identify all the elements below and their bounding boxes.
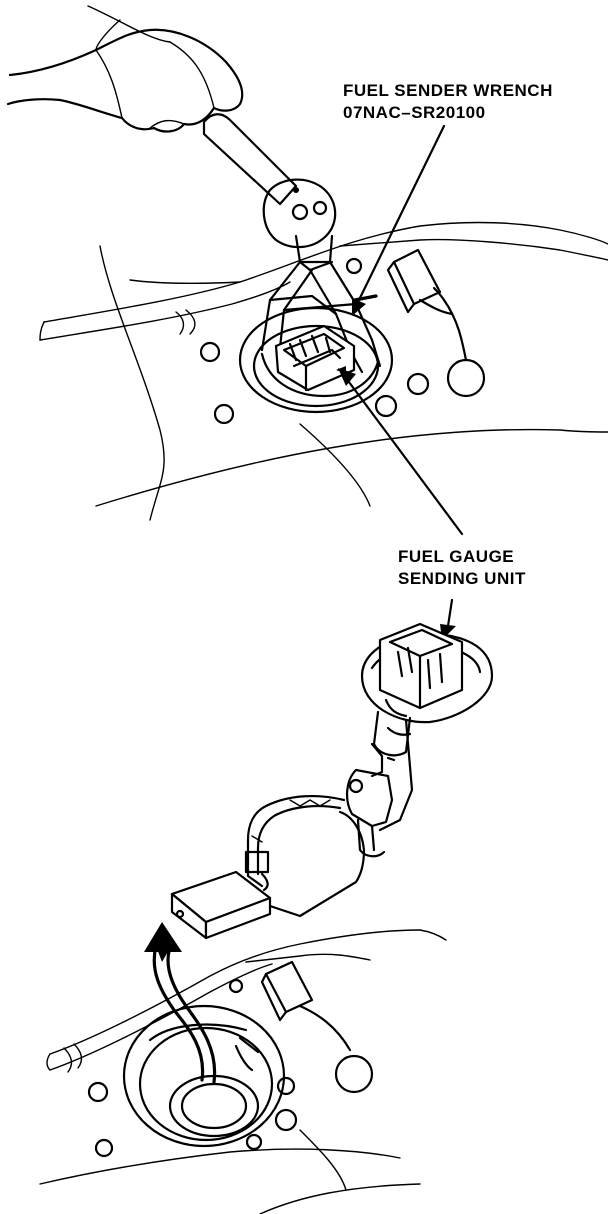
label-fuel-sender-wrench-line2: 07NAC–SR20100 bbox=[343, 103, 486, 122]
tank-top-surface bbox=[39, 221, 608, 521]
sending-unit-top bbox=[274, 324, 356, 392]
mounting-holes-bottom bbox=[87, 978, 374, 1158]
tank-bottom-surface bbox=[39, 929, 447, 1214]
float bbox=[170, 870, 272, 940]
label-fuel-gauge-sending-unit-line2: SENDING UNIT bbox=[398, 569, 526, 588]
tank-opening-top bbox=[238, 306, 394, 414]
leader-unit-bottom bbox=[446, 598, 454, 628]
leader-wrench-arrowhead bbox=[352, 298, 366, 316]
label-fuel-gauge-sending-unit: FUEL GAUGE SENDING UNIT bbox=[398, 546, 526, 590]
label-fuel-sender-wrench: FUEL SENDER WRENCH 07NAC–SR20100 bbox=[343, 80, 553, 124]
float-arm bbox=[244, 794, 366, 918]
label-fuel-gauge-sending-unit-line1: FUEL GAUGE bbox=[398, 547, 515, 566]
hand bbox=[6, 5, 244, 133]
leader-sending-unit-arrowhead bbox=[338, 368, 356, 386]
label-fuel-sender-wrench-line1: FUEL SENDER WRENCH bbox=[343, 81, 553, 100]
lift-arrow bbox=[144, 922, 217, 1084]
wrench-handle bbox=[202, 113, 337, 272]
top-illustration bbox=[6, 5, 608, 536]
sending-unit-removed bbox=[360, 622, 494, 724]
leader-wrench bbox=[356, 124, 446, 304]
tank-opening-bottom bbox=[122, 1004, 286, 1148]
pump-assembly bbox=[346, 710, 414, 858]
connector-bottom bbox=[260, 960, 352, 1052]
mounting-holes-top bbox=[199, 257, 486, 425]
bottom-illustration bbox=[39, 598, 494, 1214]
connector-top bbox=[386, 248, 454, 316]
leader-sending-unit bbox=[344, 376, 464, 536]
